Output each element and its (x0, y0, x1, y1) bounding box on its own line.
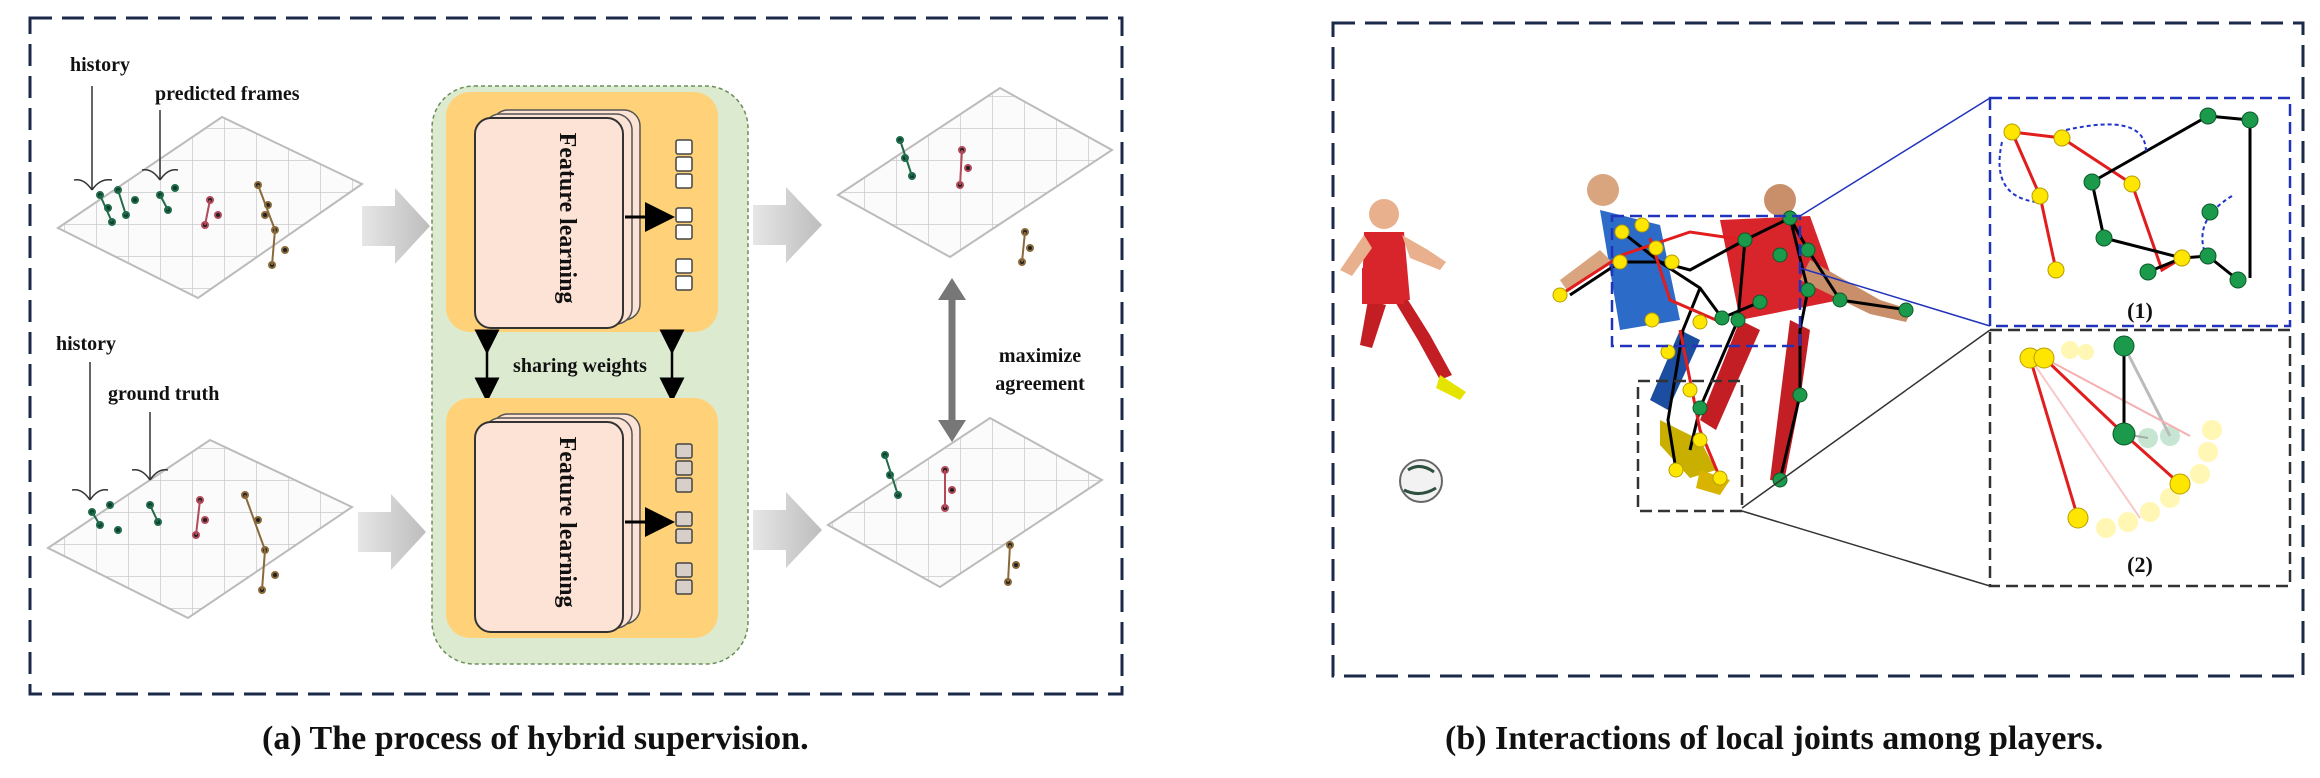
trajectory-trail (2061, 341, 2222, 538)
bottom-output-plane (826, 416, 1104, 589)
module-bottom-label: Feature learning (554, 437, 580, 608)
skeleton-group (241, 491, 279, 594)
joints-yellow (1552, 217, 1728, 486)
label-ground-truth: ground truth (108, 383, 219, 405)
skeleton-group (254, 181, 289, 269)
agreement-arrow-head-up (938, 278, 966, 300)
soccer-ball (1399, 459, 1443, 503)
agreement-label: agreement (995, 373, 1085, 395)
label-history-bottom: history (56, 333, 116, 355)
skeleton-group (96, 184, 179, 226)
agreement-arrow-head-down (938, 420, 966, 442)
arrow-out-bottom (753, 492, 822, 568)
joints-green (1692, 210, 1914, 488)
highlight-box-1 (1610, 214, 1802, 348)
caption-b: (b) Interactions of local joints among p… (1445, 720, 2104, 757)
skeleton-group (88, 501, 162, 534)
player-left (1340, 199, 1466, 400)
top-input-plane (56, 115, 364, 300)
connector-2-top (1741, 329, 1991, 509)
inset-2-label: (2) (2127, 552, 2153, 577)
module-top-label: Feature learning (554, 133, 580, 304)
feature-vector-top (675, 139, 693, 291)
maximize-label: maximize (999, 345, 1081, 367)
brace-ground-truth (131, 412, 169, 481)
sharing-weights-label: sharing weights (513, 355, 647, 377)
connector-2-bottom (1741, 510, 1991, 587)
top-feature-module: Feature learning (446, 92, 718, 332)
skeleton-group (201, 196, 222, 229)
panel-b: (1) (1331, 21, 2305, 678)
skeleton-group (192, 496, 209, 539)
brace-predicted (141, 110, 179, 181)
label-predicted-frames: predicted frames (155, 83, 300, 105)
players-center (1560, 174, 1912, 495)
arrow-out-top (753, 187, 822, 263)
arrow-into-top-module (362, 188, 430, 264)
bottom-input-plane (46, 438, 355, 620)
panel-a-frame (28, 16, 1124, 696)
inset-1-label: (1) (2127, 298, 2153, 323)
connector-1-top (1799, 97, 1991, 217)
connector-1-bottom (1799, 267, 1991, 327)
brace-history-bottom (71, 362, 109, 501)
brace-history-top (73, 86, 113, 191)
bottom-feature-module: Feature learning (446, 398, 718, 638)
inset-1: (1) (1988, 96, 2292, 328)
feature-vector-bottom (675, 443, 693, 595)
label-history-top: history (70, 54, 130, 76)
panel-b-frame (1331, 21, 2305, 678)
inset-2: (2) (1988, 328, 2292, 588)
arrow-into-bottom-module (358, 494, 426, 570)
highlight-box-2 (1636, 379, 1744, 513)
caption-a: (a) The process of hybrid supervision. (262, 720, 809, 757)
top-output-plane (836, 86, 1114, 266)
panel-a: history predicted frames history ground … (28, 16, 1124, 696)
